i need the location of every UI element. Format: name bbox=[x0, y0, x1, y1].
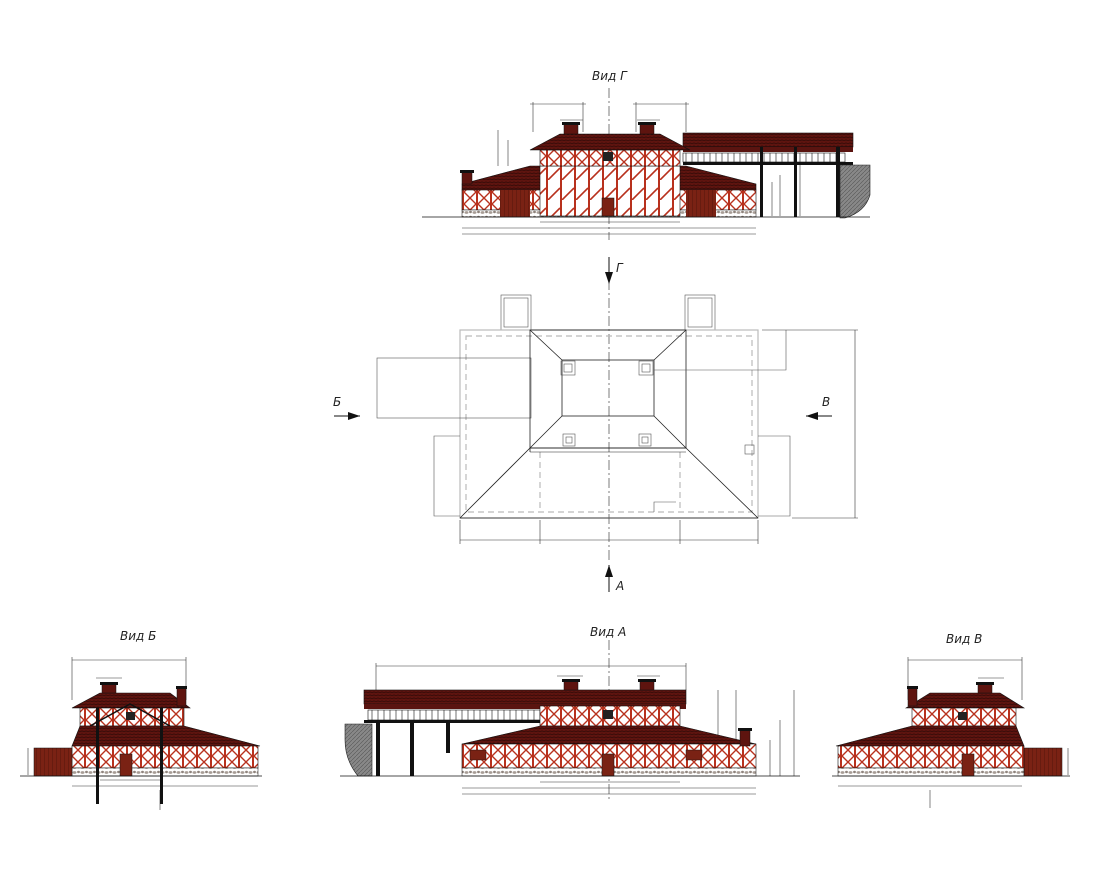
plan-chimney-right bbox=[684, 294, 716, 331]
section-arrow-b-label: Б bbox=[333, 395, 341, 409]
view-g-central-block bbox=[529, 122, 691, 217]
view-b: Вид Б bbox=[20, 629, 262, 810]
view-g-dimensions bbox=[462, 102, 801, 235]
section-arrow-v: В bbox=[806, 395, 832, 420]
plan-left-annex bbox=[376, 357, 532, 419]
view-g-gallery bbox=[682, 132, 871, 219]
plan-chimney-left bbox=[500, 294, 532, 331]
section-arrow-v-label: В bbox=[822, 395, 830, 409]
view-v: Вид В bbox=[832, 632, 1070, 808]
section-arrow-a: А bbox=[605, 565, 624, 593]
view-g: Вид Г bbox=[422, 69, 871, 240]
plan-roof-lines bbox=[459, 329, 759, 519]
view-b-label: Вид Б bbox=[120, 629, 156, 643]
roof-plan: Г А Б В bbox=[333, 257, 858, 593]
section-arrow-g-label: Г bbox=[616, 261, 624, 275]
view-a: Вид А bbox=[340, 625, 800, 800]
view-a-label: Вид А bbox=[590, 625, 626, 639]
view-g-label: Вид Г bbox=[592, 69, 628, 83]
view-v-label: Вид В bbox=[946, 632, 982, 646]
section-arrow-g: Г bbox=[605, 257, 624, 284]
section-arrow-b: Б bbox=[333, 395, 360, 420]
section-arrow-a-label: А bbox=[615, 579, 624, 593]
